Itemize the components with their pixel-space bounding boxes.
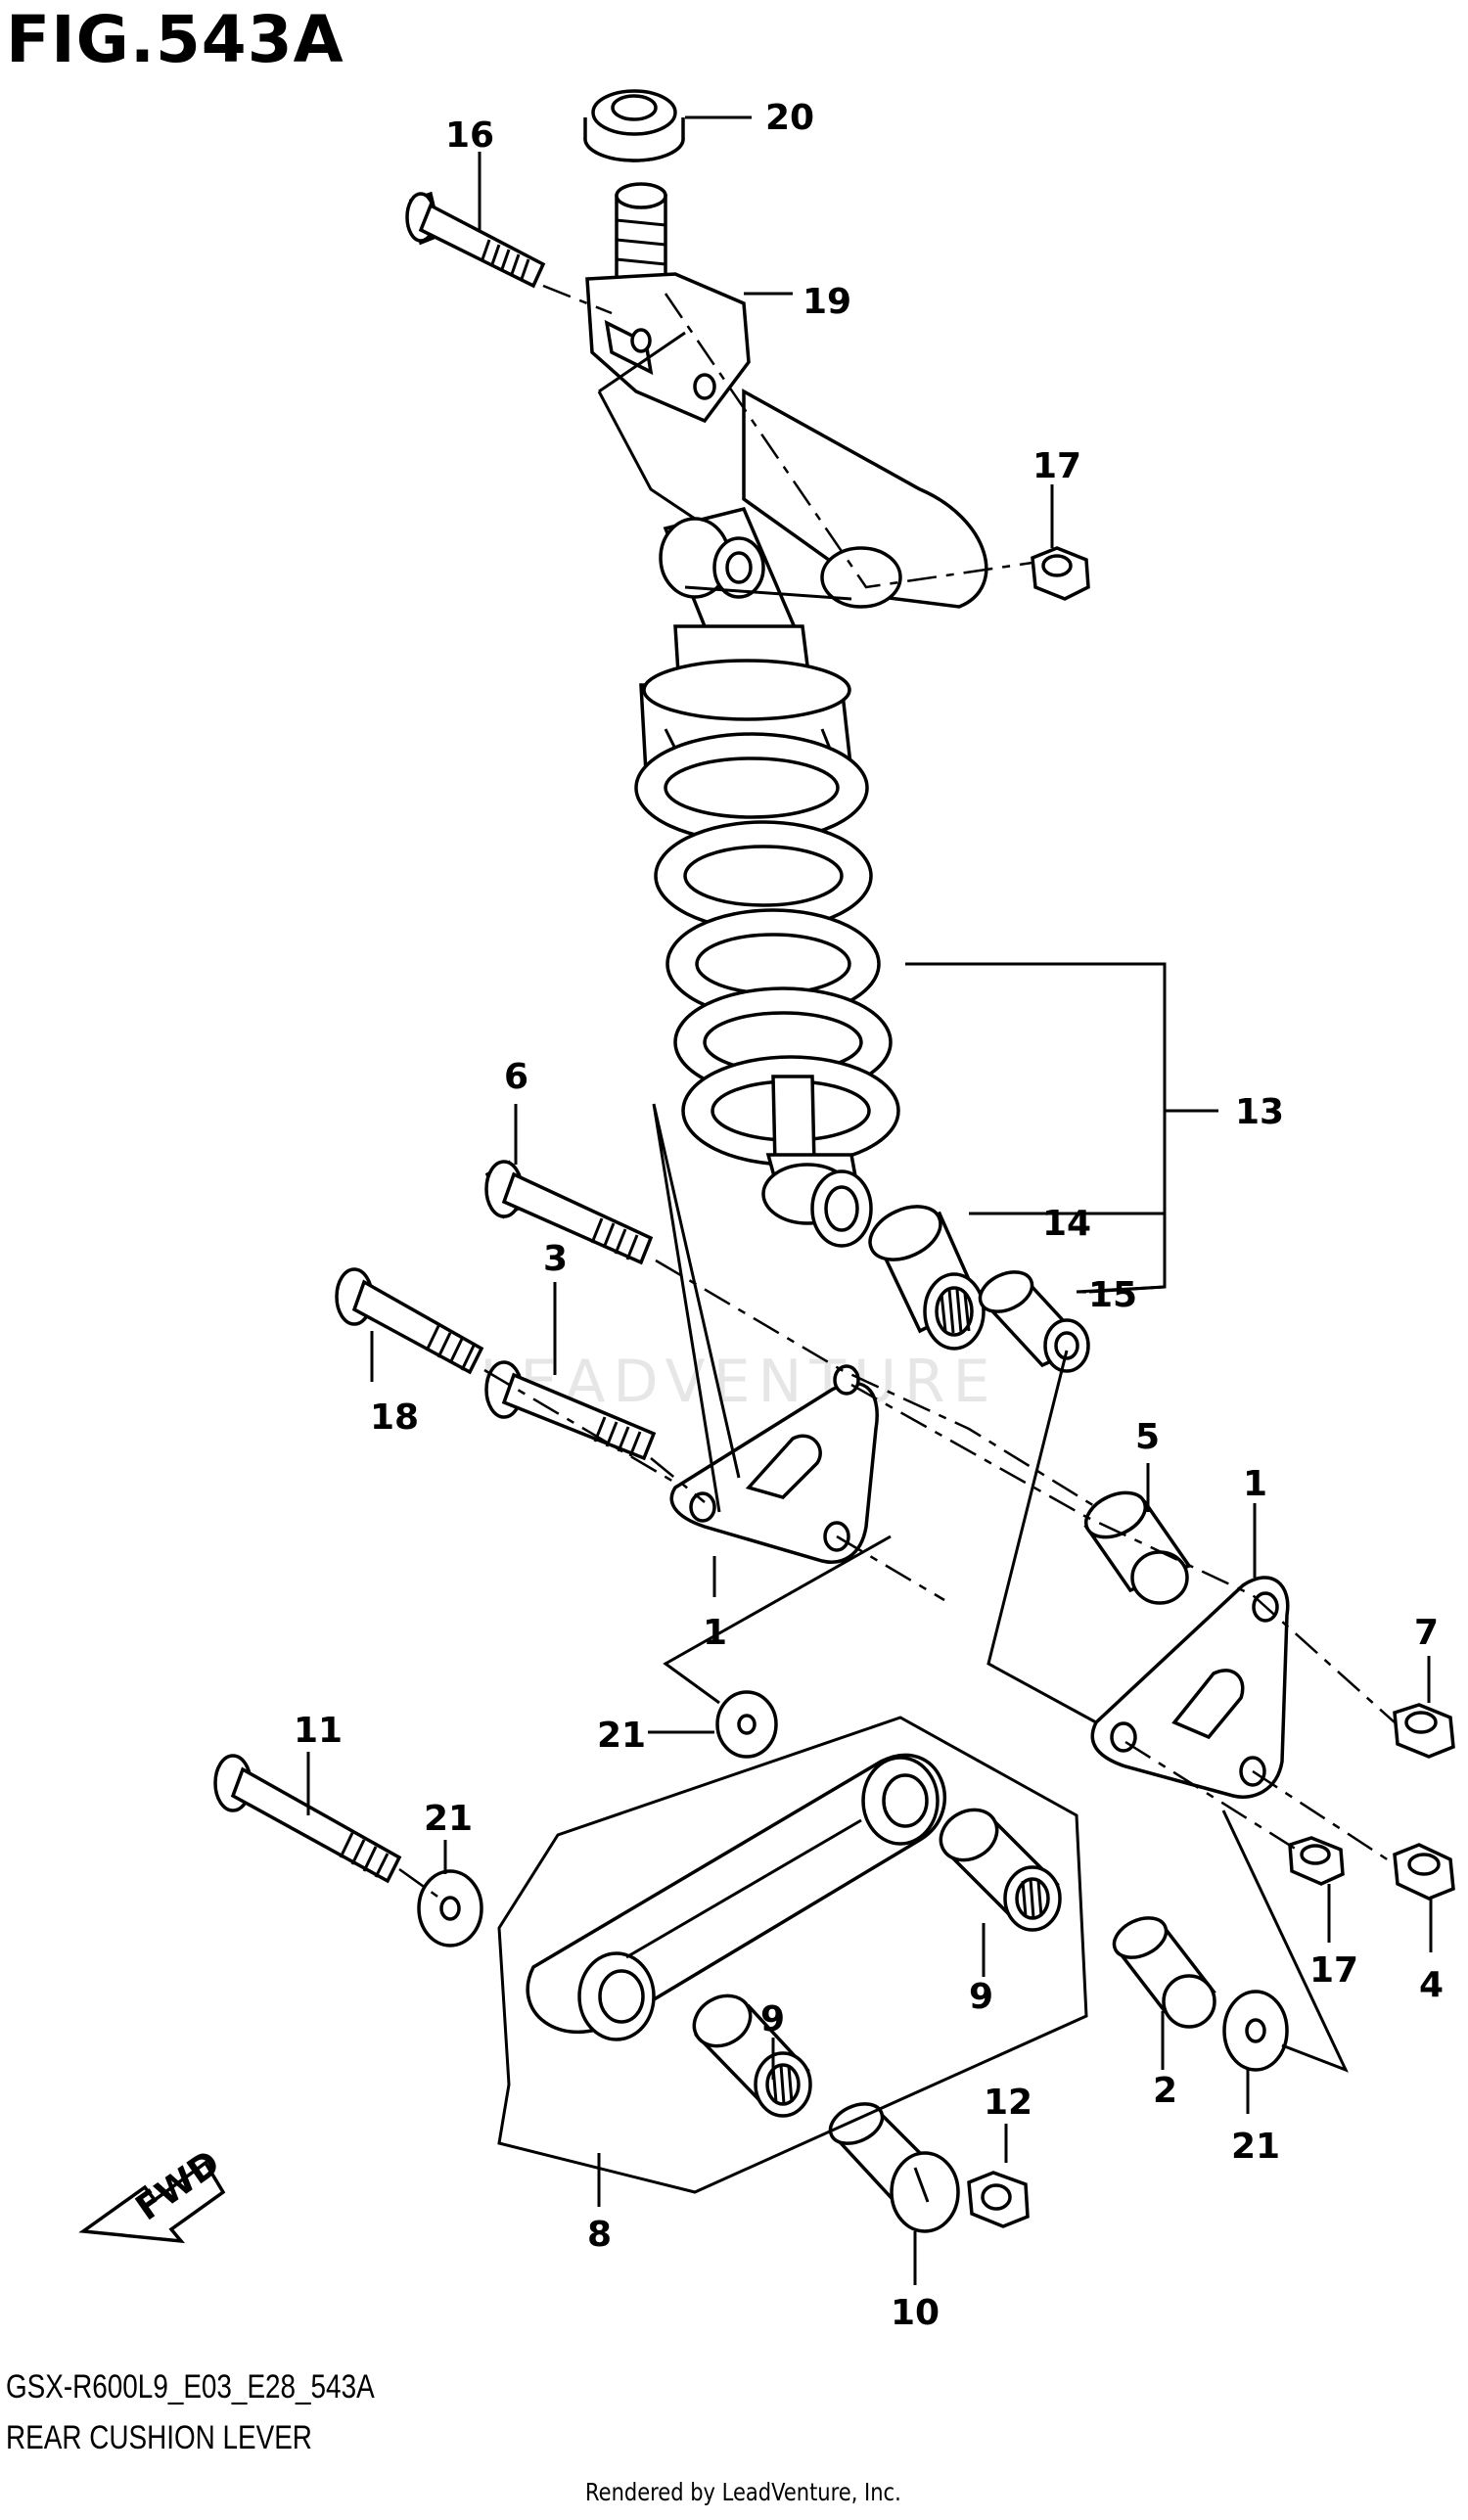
part-10-flanged-collar[interactable] [824,2096,960,2233]
callout-numbers: 20 16 19 17 13 14 15 6 3 18 1 5 1 7 21 1… [294,98,1444,2333]
part-17-nut-upper[interactable] [1031,546,1090,601]
part-5-collar[interactable] [1079,1484,1192,1605]
model-code: GSX-R600L9_E03_E28_543A [6,2368,375,2405]
callout-3: 3 [543,1239,568,1279]
callout-4: 4 [1419,1965,1444,2005]
callout-20: 20 [765,98,814,138]
callout-11: 11 [294,1711,343,1751]
part-14-bearing[interactable] [861,1196,986,1351]
alignment-lines [398,284,1396,2194]
part-18-bolt[interactable] [335,1267,484,1375]
part-9-bearing-right[interactable] [932,1800,1062,1932]
part-9-bearing-left[interactable] [685,1986,812,2118]
part-17-nut-lower[interactable] [1288,1836,1345,1886]
part-21-washer-middle[interactable] [715,1690,778,1759]
part-15-collar[interactable] [974,1264,1090,1373]
fwd-direction-arrow [78,2160,226,2244]
part-21-washer-right[interactable] [1222,1990,1289,2072]
section-name: REAR CUSHION LEVER [6,2419,312,2456]
callout-21-right: 21 [1231,2127,1280,2167]
callout-12: 12 [984,2083,1032,2123]
part-1-plate-right[interactable] [1090,1576,1290,1799]
callout-14: 14 [1042,1204,1091,1244]
callout-15: 15 [1088,1275,1137,1315]
callout-21-middle: 21 [597,1716,646,1756]
part-6-bolt[interactable] [484,1160,654,1265]
part-8-cushion-rod[interactable] [526,1753,946,2041]
part-2-collar[interactable] [1108,1910,1216,2029]
callout-13: 13 [1235,1092,1284,1132]
shock-absorber-assembly[interactable] [634,389,988,1248]
callout-16: 16 [445,115,494,156]
callout-19: 19 [803,282,851,322]
callout-5: 5 [1135,1417,1160,1457]
part-12-nut[interactable] [967,2171,1030,2228]
callout-21-left: 21 [424,1799,473,1839]
callout-17-upper: 17 [1032,446,1081,486]
callout-leaders [306,115,1433,2285]
callout-10: 10 [891,2293,940,2333]
part-16-bolt[interactable] [405,191,546,289]
part-19-upper-mount[interactable] [585,182,751,424]
part-11-bolt[interactable] [213,1754,402,1884]
callout-18: 18 [370,1397,419,1438]
part-7-nut[interactable] [1393,1703,1455,1759]
part-4-nut[interactable] [1393,1843,1455,1901]
callout-1-right: 1 [1243,1464,1267,1504]
callout-7: 7 [1414,1613,1439,1653]
render-credit: Rendered by LeadVenture, Inc. [585,2478,901,2506]
callout-9-right: 9 [969,1977,993,2017]
figure-title: FIG.543A [6,2,344,77]
callout-6: 6 [504,1057,528,1097]
callout-8: 8 [587,2215,612,2255]
part-21-washer-left[interactable] [417,1869,483,1947]
callout-2: 2 [1153,2071,1177,2111]
part-20-nut[interactable] [583,89,685,162]
callout-17-lower: 17 [1309,1950,1358,1991]
callout-9-left: 9 [760,1999,785,2039]
callout-1-left: 1 [703,1613,727,1653]
